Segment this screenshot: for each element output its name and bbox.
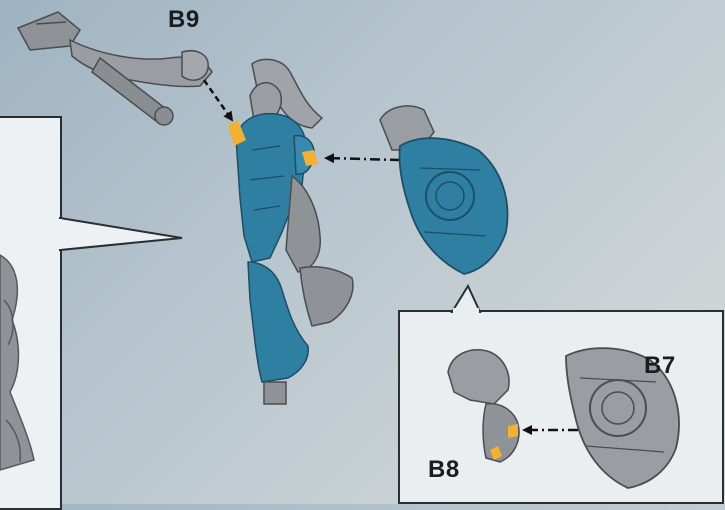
b9-arrow <box>204 80 232 120</box>
part-code-b7: B7 <box>644 352 676 379</box>
shield-arrow <box>326 158 400 160</box>
part-label-b8: B8 <box>428 456 460 484</box>
shield-arm-part <box>448 350 519 462</box>
callout-pointer <box>60 218 182 250</box>
partial-figure-left <box>0 255 34 470</box>
part-code-b9: B9 <box>168 6 200 33</box>
glue-point-arm <box>508 424 518 438</box>
part-label-b7: B7 <box>644 352 676 380</box>
shield-part <box>380 106 508 274</box>
part-code-b8: B8 <box>428 456 460 483</box>
part-label-b9: B9 <box>168 6 200 34</box>
knight-body-part <box>228 59 353 404</box>
